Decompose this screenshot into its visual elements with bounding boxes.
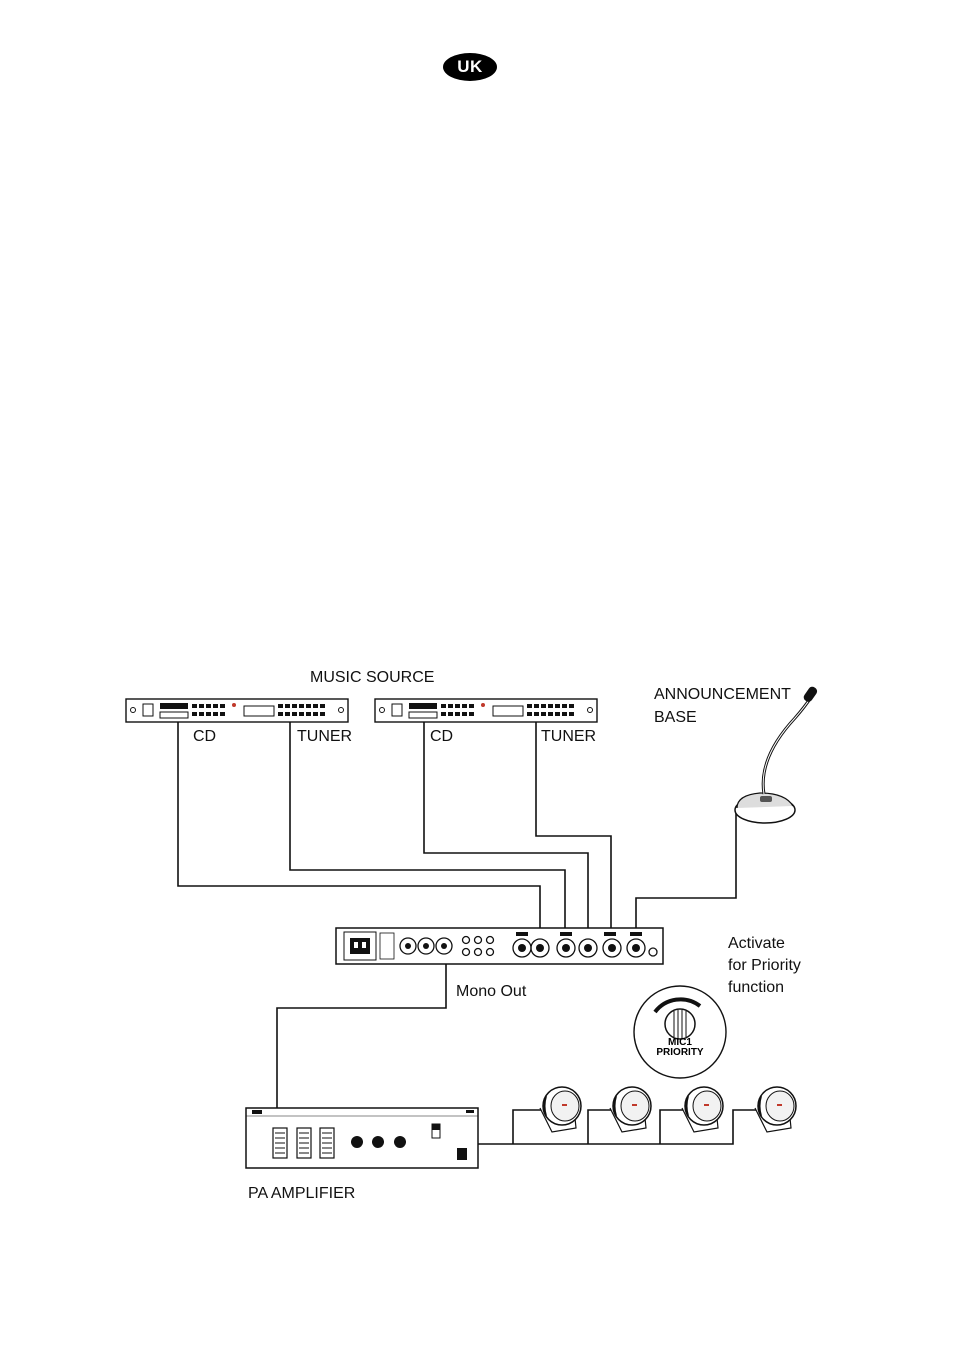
cable-mono-out: [276, 962, 447, 1108]
label-activate-priority: Activate for Priority function: [728, 935, 801, 996]
mixer-unit: [335, 927, 664, 965]
label-cd-2: CD: [430, 728, 454, 745]
label-tuner-1: TUNER: [297, 728, 353, 745]
knob-label-priority: PRIORITY: [656, 1047, 704, 1058]
music-source-unit-2: [374, 698, 598, 723]
knob-icon: MIC1 PRIORITY: [633, 985, 727, 1079]
cable-cd-2: [423, 722, 589, 928]
label-pa-amplifier: PA AMPLIFIER: [248, 1185, 356, 1202]
label-music-source: MUSIC SOURCE: [310, 669, 435, 686]
music-source-unit-1: [125, 698, 349, 723]
language-badge: UK: [443, 53, 497, 81]
knob-label-mic1: MIC1: [668, 1037, 692, 1048]
microphone-icon: [734, 686, 818, 824]
cable-mic: [635, 812, 737, 928]
label-tuner-2: TUNER: [541, 728, 597, 745]
cable-tuner-2: [535, 722, 612, 928]
label-announcement-base: ANNOUNCEMENT BASE: [654, 686, 791, 726]
amplifier-icon: [245, 1107, 479, 1169]
speaker-icon: [539, 1086, 797, 1133]
label-cd-1: CD: [193, 728, 217, 745]
label-mono-out: Mono Out: [456, 983, 527, 1000]
cable-tuner-1: [289, 722, 566, 928]
cable-cd-1: [177, 722, 541, 928]
language-badge-label: UK: [457, 57, 483, 76]
cable-speakers: [478, 1109, 756, 1145]
